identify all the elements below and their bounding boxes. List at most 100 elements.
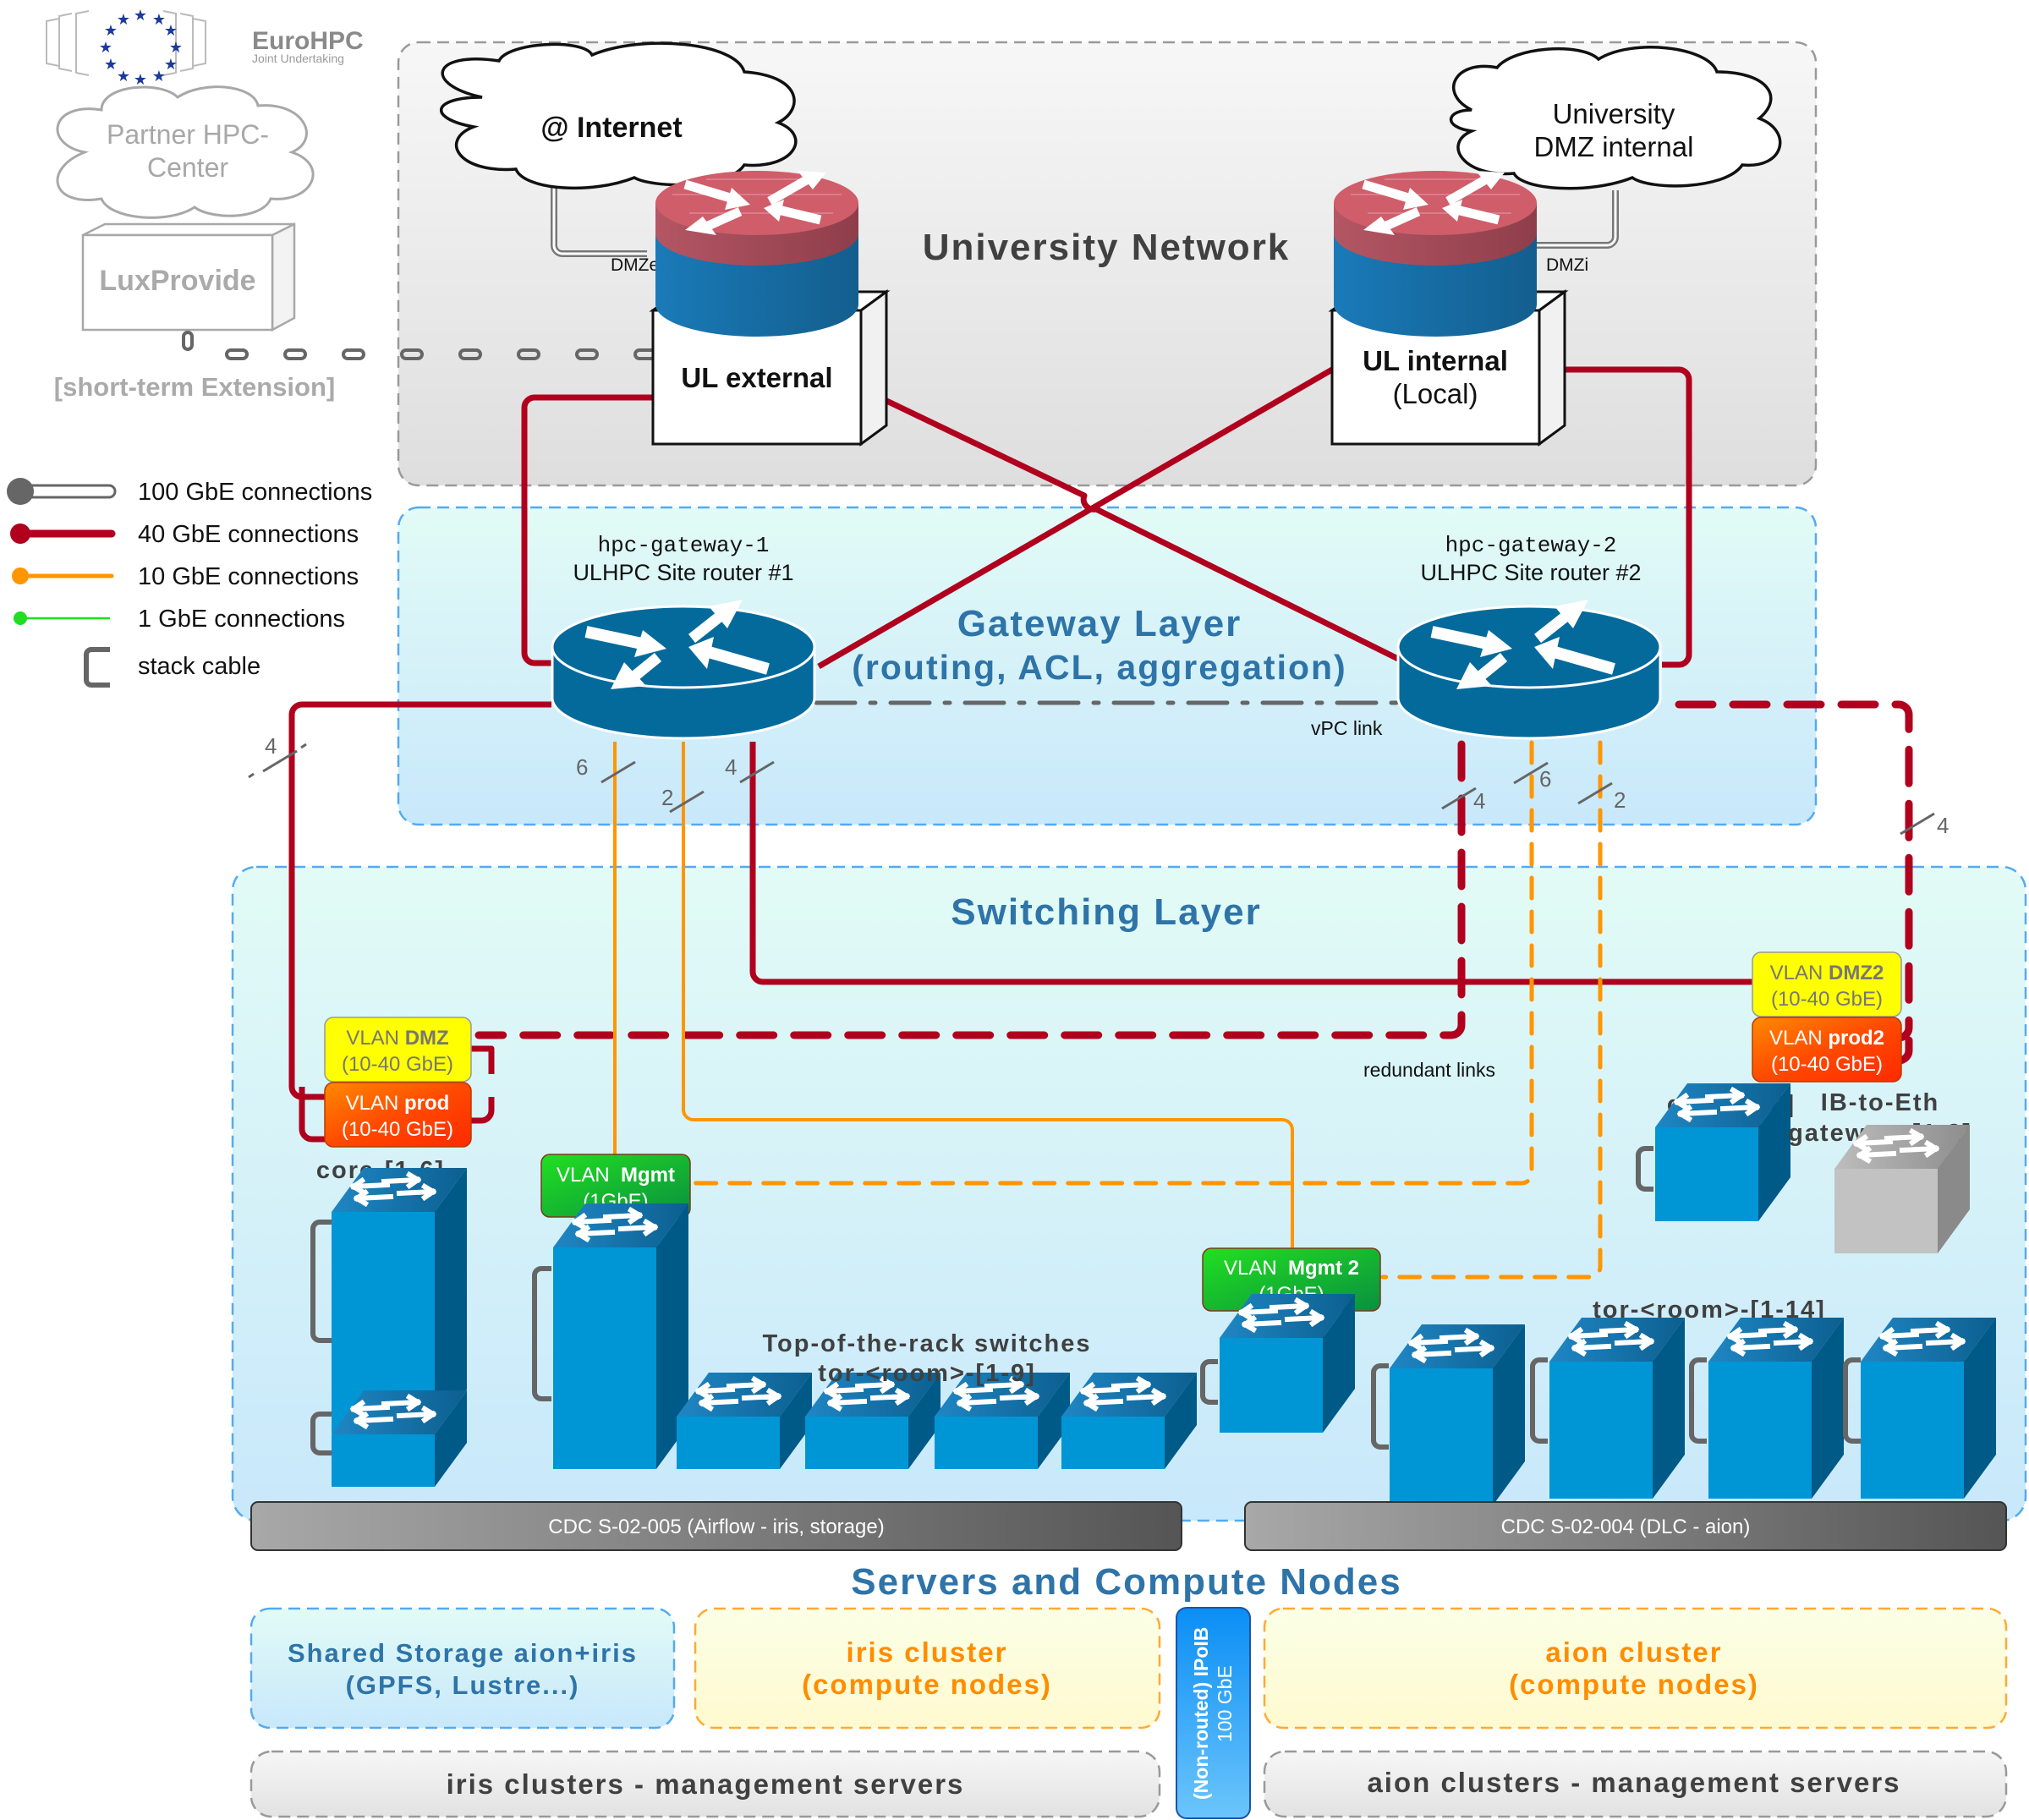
count-r2-b: 6 bbox=[1539, 766, 1551, 792]
room-bar-s02-004: CDC S-02-004 (DLC - aion) bbox=[1244, 1501, 2007, 1551]
count-r1-a: 6 bbox=[576, 754, 588, 780]
luxprovide-label: LuxProvide bbox=[99, 265, 255, 297]
svg-text:VLAN Mgmt 2: VLAN Mgmt 2 bbox=[1224, 1257, 1359, 1280]
stack-cable-icon bbox=[310, 1220, 332, 1343]
svg-text:★: ★ bbox=[164, 56, 178, 73]
ipoib-label-2: 100 GbE bbox=[1214, 1665, 1236, 1742]
vlan-prod[interactable]: VLAN prod (10-40 GbE) bbox=[324, 1082, 472, 1148]
legend-1gbe-label: 1 GbE connections bbox=[138, 606, 345, 633]
svg-text:★: ★ bbox=[134, 71, 147, 88]
svg-text:VLAN DMZ: VLAN DMZ bbox=[346, 1027, 448, 1050]
ul-external-label: UL external bbox=[681, 362, 832, 393]
core-b-switch-stack[interactable] bbox=[1636, 1083, 1790, 1221]
partner-hpc-label-2: Center bbox=[147, 152, 228, 183]
dmz-label-1: University bbox=[1553, 98, 1675, 129]
iris-mgmt-box[interactable]: iris clusters - management servers bbox=[250, 1750, 1161, 1818]
university-network-title: University Network bbox=[923, 227, 1291, 268]
ul-external-device: UL external bbox=[649, 171, 891, 447]
tor-b-stack-4[interactable] bbox=[1843, 1318, 1996, 1499]
vlan-dmz2[interactable]: VLAN DMZ2 (10-40 GbE) bbox=[1752, 951, 1902, 1017]
svg-text:VLAN prod2: VLAN prod2 bbox=[1769, 1027, 1884, 1050]
link-ulint-gw1 bbox=[817, 366, 1334, 670]
iris-cluster-box[interactable]: iris cluster (compute nodes) bbox=[694, 1607, 1161, 1730]
aion-cluster-box[interactable]: aion cluster (compute nodes) bbox=[1263, 1607, 2008, 1730]
mgmt2-switch-stack[interactable] bbox=[1200, 1294, 1355, 1433]
stack-cable-icon bbox=[1530, 1357, 1548, 1444]
svg-text:★: ★ bbox=[99, 39, 112, 56]
stack-cable-icon bbox=[310, 1412, 332, 1455]
tor-a-switch-stack[interactable] bbox=[532, 1203, 688, 1469]
firewall-router-icon bbox=[655, 171, 858, 337]
count-r2-right: 4 bbox=[1937, 813, 1949, 838]
vlan-prod-name: prod bbox=[404, 1092, 449, 1115]
eurohpc-logo: ★ ★ ★ ★ ★ ★ ★ ★ ★ ★ ★ ★ EuroHPC Joint Un… bbox=[46, 7, 364, 88]
legend-40gbe: 40 GbE connections bbox=[10, 521, 359, 548]
router-2-label: ULHPC Site router #2 bbox=[1420, 560, 1641, 585]
svg-text:★: ★ bbox=[164, 22, 178, 39]
legend-100gbe-label: 100 GbE connections bbox=[138, 479, 372, 506]
legend-stack-cable: stack cable bbox=[84, 647, 260, 688]
ib-gateway-switch-stack[interactable] bbox=[1834, 1125, 1970, 1253]
link-ulint-gw2 bbox=[1565, 366, 1692, 668]
svg-text:VLAN DMZ2: VLAN DMZ2 bbox=[1770, 962, 1884, 984]
svg-text:(Non-routed) IPoIB: (Non-routed) IPoIB bbox=[1190, 1627, 1212, 1800]
tor-b-stack-3[interactable] bbox=[1689, 1318, 1844, 1499]
link-dmz-right-stub bbox=[466, 1045, 495, 1074]
router-icon bbox=[1398, 600, 1660, 738]
link-gw2-redundant-left bbox=[474, 740, 1466, 1039]
vlan-dmz[interactable]: VLAN DMZ (10-40 GbE) bbox=[324, 1017, 472, 1083]
svg-text:★: ★ bbox=[134, 7, 147, 24]
count-r1-b: 2 bbox=[661, 785, 673, 810]
svg-text:★: ★ bbox=[104, 56, 118, 73]
tor-a-switch-row[interactable] bbox=[677, 1373, 1197, 1469]
count-r1-left: 4 bbox=[265, 733, 277, 759]
link-count-markers: 4 6 2 4 4 6 2 4 bbox=[248, 733, 1949, 838]
shared-storage-box[interactable]: Shared Storage aion+iris (GPFS, Lustre..… bbox=[250, 1607, 676, 1730]
links-10gbe-redundant bbox=[687, 740, 1603, 1280]
router-2[interactable]: hpc-gateway-2 ULHPC Site router #2 bbox=[1398, 533, 1660, 738]
legend-10gbe-label: 10 GbE connections bbox=[138, 563, 359, 590]
link-gw1-vlan-prod-left bbox=[299, 1087, 327, 1143]
aion-mgmt-label: aion clusters - management servers bbox=[1367, 1767, 1900, 1798]
dmzi-label: DMZi bbox=[1546, 255, 1588, 275]
redundant-links-label: redundant links bbox=[1363, 1059, 1495, 1081]
link-gw1-dmz2 bbox=[749, 742, 1752, 985]
vlan-mgmt2-name: Mgmt 2 bbox=[1288, 1257, 1359, 1280]
aion-mgmt-box[interactable]: aion clusters - management servers bbox=[1263, 1750, 2008, 1818]
core-a-switch-pair[interactable] bbox=[310, 1390, 467, 1487]
internet-cloud: @ Internet bbox=[440, 41, 798, 190]
count-r1-c: 4 bbox=[725, 754, 737, 780]
room-bar-s02-005: CDC S-02-005 (Airflow - iris, storage) bbox=[250, 1501, 1182, 1551]
link-ulext-gw1 bbox=[521, 394, 653, 666]
vlan-mgmt-prefix: VLAN bbox=[557, 1164, 621, 1187]
link-gw2-mgmt2 bbox=[1380, 740, 1603, 1280]
tor-b-stack-1[interactable] bbox=[1371, 1324, 1525, 1505]
partner-hpc-cloud: Partner HPC- Center bbox=[56, 85, 315, 219]
vlan-prod2[interactable]: VLAN prod2 (10-40 GbE) bbox=[1752, 1017, 1902, 1083]
eurohpc-subtitle: Joint Undertaking bbox=[252, 52, 344, 65]
vlan-dmz2-name: DMZ2 bbox=[1829, 962, 1884, 984]
luxprovide-box: LuxProvide bbox=[81, 222, 296, 332]
link-gw2-redundant-right bbox=[1675, 700, 1913, 1042]
stack-cable-icon bbox=[1371, 1363, 1389, 1450]
vlan-prod-prefix: VLAN bbox=[346, 1092, 404, 1115]
short-term-extension-label: [short-term Extension] bbox=[54, 372, 335, 402]
legend: 100 GbE connections 40 GbE connections 1… bbox=[7, 478, 372, 688]
stack-cable-icon bbox=[532, 1266, 551, 1401]
core-a-switch-stack[interactable] bbox=[310, 1168, 467, 1434]
vlan-prod2-name: prod2 bbox=[1828, 1027, 1884, 1050]
svg-text:★: ★ bbox=[117, 11, 130, 28]
vlan-mgmt2-prefix: VLAN bbox=[1224, 1257, 1288, 1280]
svg-text:★: ★ bbox=[169, 39, 183, 56]
ul-internal-device: UL internal (Local) bbox=[1328, 171, 1569, 447]
svg-text:★: ★ bbox=[152, 11, 166, 28]
vlan-dmz-speed: (10-40 GbE) bbox=[342, 1053, 453, 1076]
router-1[interactable]: hpc-gateway-1 ULHPC Site router #1 bbox=[552, 533, 814, 738]
svg-text:100 GbE: 100 GbE bbox=[1214, 1665, 1236, 1742]
tor-b-stack-2[interactable] bbox=[1530, 1318, 1685, 1499]
legend-100gbe: 100 GbE connections bbox=[7, 478, 372, 506]
vlan-prod2-speed: (10-40 GbE) bbox=[1771, 1053, 1883, 1076]
ipoib-bar[interactable]: (Non-routed) IPoIB 100 GbE bbox=[1176, 1607, 1251, 1819]
dmze-label: DMZe bbox=[611, 255, 659, 275]
ib-gateways-label-1: IB-to-Eth bbox=[1821, 1089, 1939, 1116]
